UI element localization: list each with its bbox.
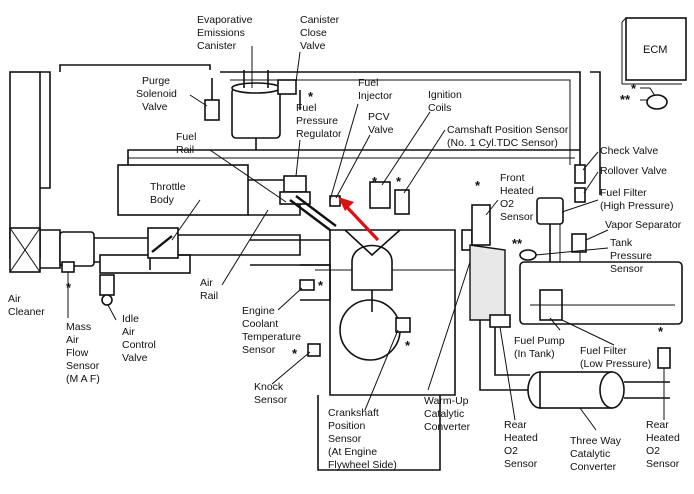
label-air-rail: Air Rail <box>200 277 218 302</box>
iac-valve <box>99 274 115 306</box>
label-check-valve: Check Valve <box>600 145 658 157</box>
tank-star: ** <box>512 236 523 251</box>
labels: Evaporative Emissions Canister Canister … <box>8 14 683 473</box>
label-fuel-rail: Fuel Rail <box>176 131 199 156</box>
ecm-module: ECM * ** <box>620 17 687 110</box>
rear-o2-right-star: * <box>658 324 664 339</box>
purge-solenoid-valve <box>204 78 220 121</box>
label-fuel-filter-high: Fuel Filter (High Pressure) <box>600 187 674 212</box>
label-ignition-coils: Ignition Coils <box>428 89 465 114</box>
ect-star: * <box>318 278 324 293</box>
label-tank-pressure: Tank Pressure Sensor <box>610 237 655 275</box>
fuel-tank <box>519 261 683 325</box>
label-canister-close: Canister Close Valve <box>300 14 342 52</box>
label-three-way: Three Way Catalytic Converter <box>570 435 624 473</box>
coil-star-b: * <box>396 174 402 189</box>
label-air-cleaner: Air Cleaner <box>8 293 45 318</box>
label-knock: Knock Sensor <box>254 381 288 406</box>
label-fuel-pump: Fuel Pump (In Tank) <box>514 335 568 360</box>
label-crankshaft: Crankshaft Position Sensor (At Engine Fl… <box>328 407 397 471</box>
vapor-separator <box>571 233 587 253</box>
front-o2-star: * <box>475 178 481 193</box>
label-fuel-pressure-regulator: Fuel Pressure Regulator <box>296 102 342 140</box>
label-warmup-cat: Warm-Up Catalytic Converter <box>424 395 471 433</box>
canister-valve-star: * <box>308 89 314 104</box>
leader-lines <box>67 46 665 431</box>
crank-star: * <box>405 338 411 353</box>
label-maf: Mass Air Flow Sensor (M A F) <box>66 321 102 385</box>
highlight-arrow <box>338 197 380 242</box>
intake-duct <box>40 164 331 274</box>
label-throttle-body: Throttle Body <box>150 181 189 206</box>
label-purge: Purge Solenoid Valve <box>136 75 180 113</box>
fuel-lines <box>549 224 581 262</box>
ecm-star-double: ** <box>620 92 631 107</box>
tank-pressure-sensor: ** <box>512 236 537 261</box>
label-rear-o2-left: Rear Heated O2 Sensor <box>504 419 541 470</box>
knock-star: * <box>292 346 298 361</box>
label-ect: Engine Coolant Temperature Sensor <box>242 305 304 356</box>
label-rear-o2-right: Rear Heated O2 Sensor <box>646 419 683 470</box>
evaporative-canister <box>231 70 281 150</box>
label-vapor-separator: Vapor Separator <box>605 219 682 231</box>
ecm-star-single: * <box>631 81 637 96</box>
label-evaporative: Evaporative Emissions Canister <box>197 14 255 52</box>
knock-sensor: * <box>292 343 321 361</box>
check-valve <box>574 164 586 184</box>
ecm-label: ECM <box>643 44 667 56</box>
engine-block: * <box>300 229 456 471</box>
canister-close-valve: * <box>277 79 314 104</box>
exhaust-system: * * <box>461 178 671 409</box>
air-cleaner <box>9 71 51 273</box>
label-fuel-filter-low: Fuel Filter (Low Pressure) <box>580 345 651 370</box>
label-camshaft: Camshaft Position Sensor (No. 1 Cyl.TDC … <box>447 124 571 149</box>
ignition-coils: * * <box>369 174 410 215</box>
label-rollover-valve: Rollover Valve <box>600 165 667 177</box>
coil-star-a: * <box>372 174 378 189</box>
hoses-top <box>59 64 601 195</box>
label-iac: Idle Air Control Valve <box>122 313 159 364</box>
rollover-valve <box>574 187 586 203</box>
fuel-rail <box>127 149 580 231</box>
label-fuel-injector: Fuel Injector <box>358 77 393 102</box>
label-front-o2: Front Heated O2 Sensor <box>500 172 537 223</box>
ect-sensor: * <box>299 278 324 293</box>
fuel-filter-high <box>536 197 564 225</box>
label-pcv-valve: PCV Valve <box>368 111 394 136</box>
maf-star: * <box>66 280 72 295</box>
